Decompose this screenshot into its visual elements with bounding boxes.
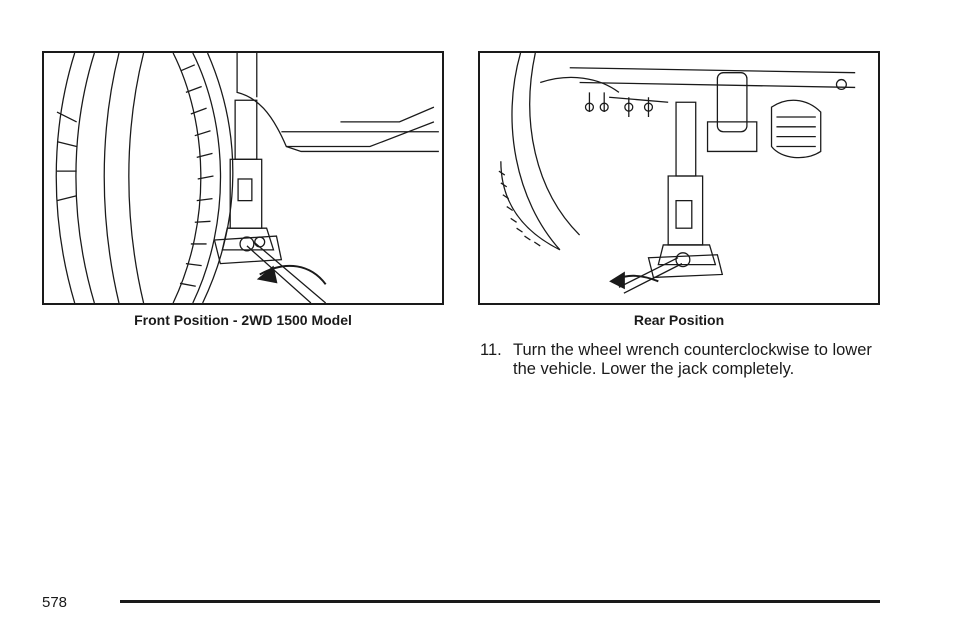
front-jack-illustration [42,51,444,305]
step-number: 11. [480,341,502,359]
rear-jack-illustration [478,51,880,305]
front-position-drawing [55,53,439,303]
step-text: Turn the wheel wrench counterclockwise t… [513,341,872,378]
footer-divider [120,600,880,603]
page-number: 578 [42,594,68,611]
rear-figure-caption: Rear Position [633,312,725,328]
front-figure-caption: Front Position - 2WD 1500 Model [134,312,352,328]
rear-position-drawing [498,53,856,294]
